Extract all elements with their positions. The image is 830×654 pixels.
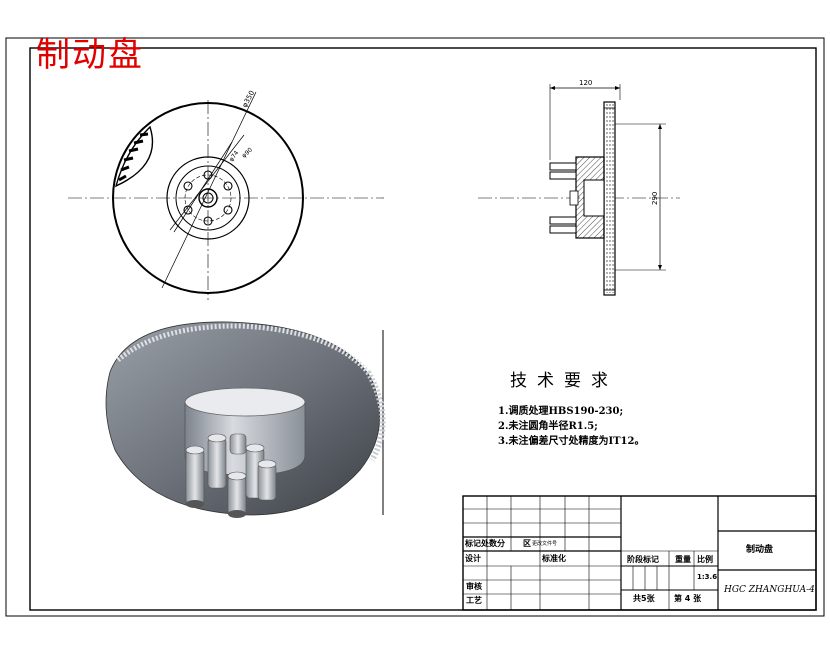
tb-process-label: 工艺 [466, 596, 482, 605]
isometric-render [105, 321, 386, 518]
dim-bolt-circle-b: φ90 [241, 146, 254, 159]
tb-weight-label: 重量 [675, 555, 691, 564]
section-view: 120 290 [478, 79, 680, 296]
tb-change-doc-label: 更改文件号 [532, 541, 558, 547]
title-block [462, 495, 817, 611]
dim-outer-diameter: φ350 [241, 89, 257, 109]
dim-disc-height: 290 [651, 192, 659, 205]
tb-zone-label: 区 [523, 539, 531, 548]
dim-hub-length: 120 [579, 79, 592, 87]
front-view: φ350 φ74 φ90 [68, 89, 384, 300]
tech-requirement-item: 3.未注偏差尺寸处精度为IT12。 [498, 436, 645, 447]
tb-stage-label: 阶段标记 [627, 555, 659, 564]
tb-part-name: 制动盘 [746, 545, 774, 555]
tb-review-label: 审核 [466, 582, 482, 591]
dim-bolt-circle-a: φ74 [228, 149, 240, 163]
tb-scale-label: 比例 [697, 555, 713, 564]
tech-requirements-list: 1.调质处理HBS190-230; 2.未注圆角半径R1.5; 3.未注偏差尺寸… [498, 404, 644, 449]
tech-requirements-heading: 技术要求 [510, 371, 618, 391]
tb-design-label: 设计 [465, 554, 481, 563]
tech-requirement-item: 1.调质处理HBS190-230; [498, 406, 624, 417]
tb-drawing-number: HGC ZHANGHUA-4 [724, 585, 815, 595]
drawing-title: 制动盘 [36, 35, 144, 75]
tech-requirement-item: 2.未注圆角半径R1.5; [498, 421, 598, 432]
outer-frame [5, 37, 825, 617]
inner-frame [29, 47, 817, 611]
tb-sheet-number: 第 4 张 [674, 594, 702, 603]
tb-marks-label: 标记处数分 [465, 539, 505, 548]
tb-standardize-label: 标准化 [542, 554, 566, 563]
tb-scale-value: 1:3.6 [697, 573, 718, 581]
tb-total-sheets: 共5张 [633, 594, 655, 603]
